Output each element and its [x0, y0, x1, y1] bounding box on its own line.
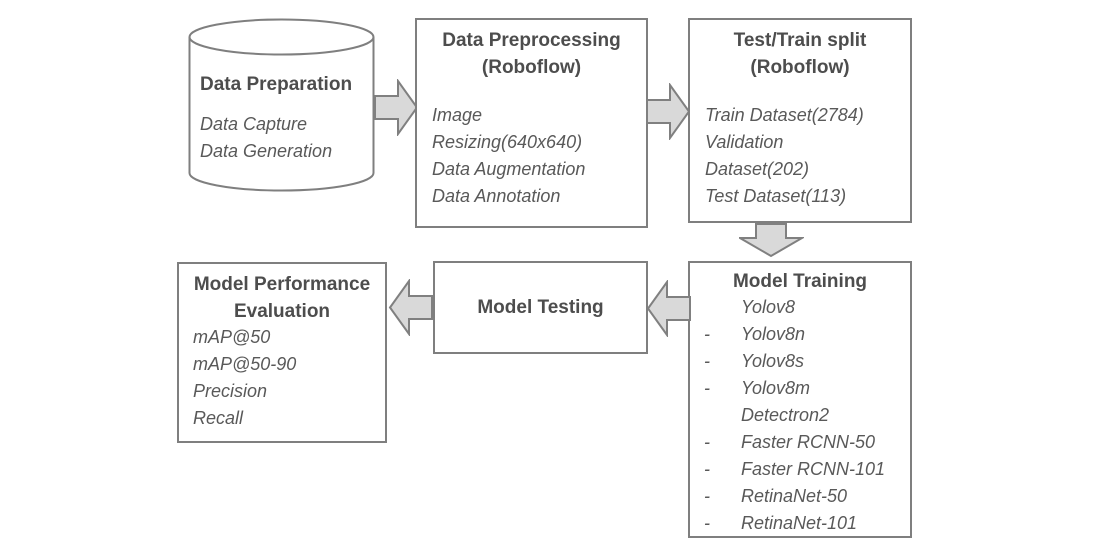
list-item-text: RetinaNet-101: [741, 513, 858, 533]
node-text-line: Precision: [193, 381, 268, 401]
block-arrow-down: [736, 223, 806, 263]
list-dash: -: [704, 432, 710, 452]
list-item-text: Yolov8: [741, 297, 796, 317]
node-text-line: mAP@50: [193, 327, 271, 347]
node-data-preprocessing: Data Preprocessing (Roboflow) Image Resi…: [415, 18, 648, 228]
list-item: - Yolov8s: [704, 348, 885, 375]
list-item: - Faster RCNN-101: [704, 456, 885, 483]
list-item-text: Faster RCNN-50: [741, 432, 876, 452]
list-item-text: Detectron2: [741, 405, 830, 425]
block-arrow-right-1: [374, 77, 419, 141]
node-title: Model Testing: [477, 297, 604, 318]
node-data-preparation: Data Preparation Data Capture Data Gener…: [188, 18, 375, 192]
node-title: Test/Train split: [733, 30, 867, 51]
list-item: - RetinaNet-101: [704, 510, 885, 537]
node-title: Model Training: [732, 271, 868, 292]
node-text-line: mAP@50-90: [193, 354, 297, 374]
block-arrow-left-1: [646, 278, 691, 342]
node-text-line: Recall: [193, 408, 244, 428]
node-model-performance-evaluation: Model Performance Evaluation mAP@50 mAP@…: [177, 262, 387, 443]
list-item: - Faster RCNN-50: [704, 429, 885, 456]
block-arrow-right-2: [646, 81, 691, 145]
node-text-line: Data Annotation: [432, 186, 561, 206]
list-item-text: Faster RCNN-101: [741, 459, 886, 479]
list-item-text: RetinaNet-50: [741, 486, 848, 506]
node-title-line2: (Roboflow): [750, 57, 850, 78]
list-dash: -: [704, 459, 710, 479]
list-item: - RetinaNet-50: [704, 483, 885, 510]
node-title: Model Performance: [193, 274, 371, 295]
block-arrow-left-2: [388, 277, 433, 341]
list-item-text: Yolov8n: [741, 324, 806, 344]
node-text-line: Test Dataset(113): [705, 186, 847, 206]
node-title-line2: Evaluation: [233, 301, 331, 322]
list-item-text: Yolov8m: [741, 378, 811, 398]
list-dash: -: [704, 486, 710, 506]
node-text-line: Validation: [705, 132, 784, 152]
node-text-line: Train Dataset(2784): [705, 105, 864, 125]
list-item: - Yolov8n: [704, 321, 885, 348]
node-text-line: Dataset(202): [705, 159, 810, 179]
node-title: Data Preprocessing: [442, 30, 621, 51]
node-model-testing: Model Testing: [433, 261, 648, 354]
list-item: Yolov8: [704, 294, 885, 321]
list-dash: -: [704, 324, 710, 344]
list-item: Detectron2: [704, 402, 885, 429]
list-dash: -: [704, 513, 710, 533]
node-text-line: Data Capture: [200, 114, 308, 134]
list-item-text: Yolov8s: [741, 351, 805, 371]
list-dash: [704, 294, 741, 321]
node-text-line: Data Generation: [200, 141, 333, 161]
list-dash: [704, 402, 741, 429]
node-text-line: Resizing(640x640): [432, 132, 583, 152]
node-text-line: Image: [432, 105, 483, 125]
node-model-training: Model Training Yolov8 - Yolov8n - Yolov8…: [688, 261, 912, 538]
node-title-line2: (Roboflow): [481, 57, 582, 78]
node-test-train-split: Test/Train split (Roboflow) Train Datase…: [688, 18, 912, 223]
node-title: Data Preparation: [200, 74, 353, 95]
node-text-line: Data Augmentation: [432, 159, 586, 179]
list-dash: -: [704, 351, 710, 371]
cylinder-shape: [188, 18, 375, 192]
list-item: - Yolov8m: [704, 375, 885, 402]
list-dash: -: [704, 378, 710, 398]
